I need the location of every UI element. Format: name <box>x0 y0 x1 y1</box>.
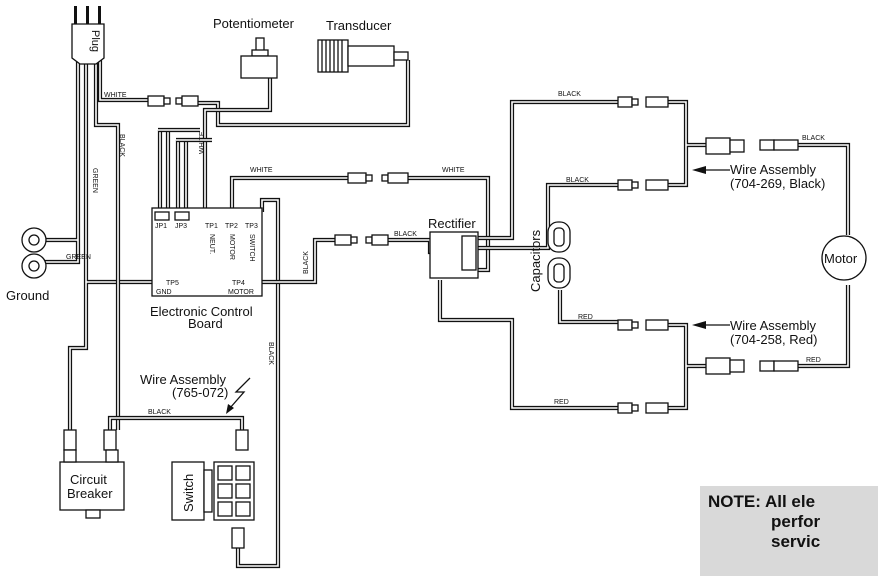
wire-red-bottom <box>437 280 618 411</box>
wa-765-label-2: (765-072) <box>172 385 228 400</box>
wire-label-red-cap: RED <box>578 314 593 321</box>
rectifier <box>429 231 479 279</box>
plug-label: Plug <box>89 30 101 52</box>
capacitors <box>547 221 571 289</box>
motor-label: Motor <box>824 251 858 266</box>
note-line-1: NOTE: All ele <box>708 492 816 511</box>
wire-label-green-plug: GREEN <box>91 168 98 193</box>
wire-label-white-plug: WHITE <box>104 92 127 99</box>
terminal-tp3: TP3 <box>245 223 258 230</box>
switch-label: Switch <box>181 474 196 512</box>
wire-green-ground <box>40 55 81 265</box>
wire-black-plug <box>93 55 121 430</box>
control-board-label-1: Electronic Control <box>150 304 253 319</box>
ground-label: Ground <box>6 288 49 303</box>
control-board-label-2: Board <box>188 316 223 331</box>
wire-label-black-plug: BLACK <box>118 134 125 157</box>
circuit-breaker <box>59 449 125 519</box>
potentiometer-label: Potentiometer <box>213 16 295 31</box>
wire-label-black-cap-mid: BLACK <box>566 177 589 184</box>
circuit-breaker-label-1: Circuit <box>70 472 107 487</box>
wa-765-label-1: Wire Assembly <box>140 372 226 387</box>
wire-label-black-tp4: BLACK <box>303 251 310 274</box>
control-board <box>151 207 263 297</box>
wire-black-cb <box>107 415 245 430</box>
note-box: NOTE: All ele perfor servic <box>700 486 878 576</box>
switch-assembly <box>171 461 255 521</box>
terminal-tp2: TP2 <box>225 223 238 230</box>
wire-black-tp4 <box>262 237 335 285</box>
wire-white-tp2 <box>229 175 348 212</box>
wire-label-black-cb: BLACK <box>148 409 171 416</box>
wa-red-label-1: Wire Assembly <box>730 318 816 333</box>
note-line-2: perfor <box>771 512 821 531</box>
wa-red-label-2: (704-258, Red) <box>730 332 817 347</box>
wires <box>40 55 851 569</box>
wire-label-black-cap-top: BLACK <box>558 91 581 98</box>
wire-label-green-ground: GREEN <box>66 254 91 261</box>
terminal-switch: SWITCH <box>248 234 255 262</box>
terminal-gnd: GND <box>156 289 172 296</box>
circuit-breaker-label-2: Breaker <box>67 486 113 501</box>
wire-label-white-board: WHITE <box>199 131 206 154</box>
wire-label-white-top: WHITE <box>250 167 273 174</box>
plug <box>71 6 105 65</box>
switch-body <box>171 461 205 521</box>
wire-assembly-black <box>668 99 706 188</box>
wire-label-white-top-right: WHITE <box>442 167 465 174</box>
wire-transducer <box>195 60 411 128</box>
wire-label-black-vertical: BLACK <box>267 342 274 365</box>
motor <box>821 235 867 281</box>
terminal-jp3: JP3 <box>175 223 187 230</box>
wire-label-red-motor: RED <box>806 357 821 364</box>
wire-label-black-rect: BLACK <box>394 231 417 238</box>
callout-arrows <box>226 166 730 414</box>
terminal-motor-tp4: MOTOR <box>228 289 254 296</box>
transducer <box>317 39 409 73</box>
wire-label-red-bottom: RED <box>554 399 569 406</box>
terminal-motor: MOTOR <box>228 234 235 260</box>
wa-black-label-2: (704-269, Black) <box>730 176 825 191</box>
note-line-3: servic <box>771 532 821 551</box>
terminal-neut: NEUT. <box>208 234 215 254</box>
circuit-breaker-body <box>59 461 125 511</box>
ground-terminals <box>21 227 47 279</box>
control-board-body <box>151 207 263 297</box>
terminal-tp4: TP4 <box>232 280 245 287</box>
wire-potentiometer <box>202 75 273 215</box>
transducer-label: Transducer <box>326 18 392 33</box>
terminal-tp1: TP1 <box>205 223 218 230</box>
potentiometer <box>240 37 278 79</box>
terminal-tp5: TP5 <box>166 280 179 287</box>
terminal-jp1: JP1 <box>155 223 167 230</box>
wire-labels: WHITE BLACK GREEN GREEN WHITE WHITE WHIT… <box>66 91 825 416</box>
wire-label-black-motor: BLACK <box>802 135 825 142</box>
capacitors-label: Capacitors <box>528 229 543 292</box>
wa-black-label-1: Wire Assembly <box>730 162 816 177</box>
plug-body <box>71 23 105 65</box>
rectifier-label: Rectifier <box>428 216 476 231</box>
